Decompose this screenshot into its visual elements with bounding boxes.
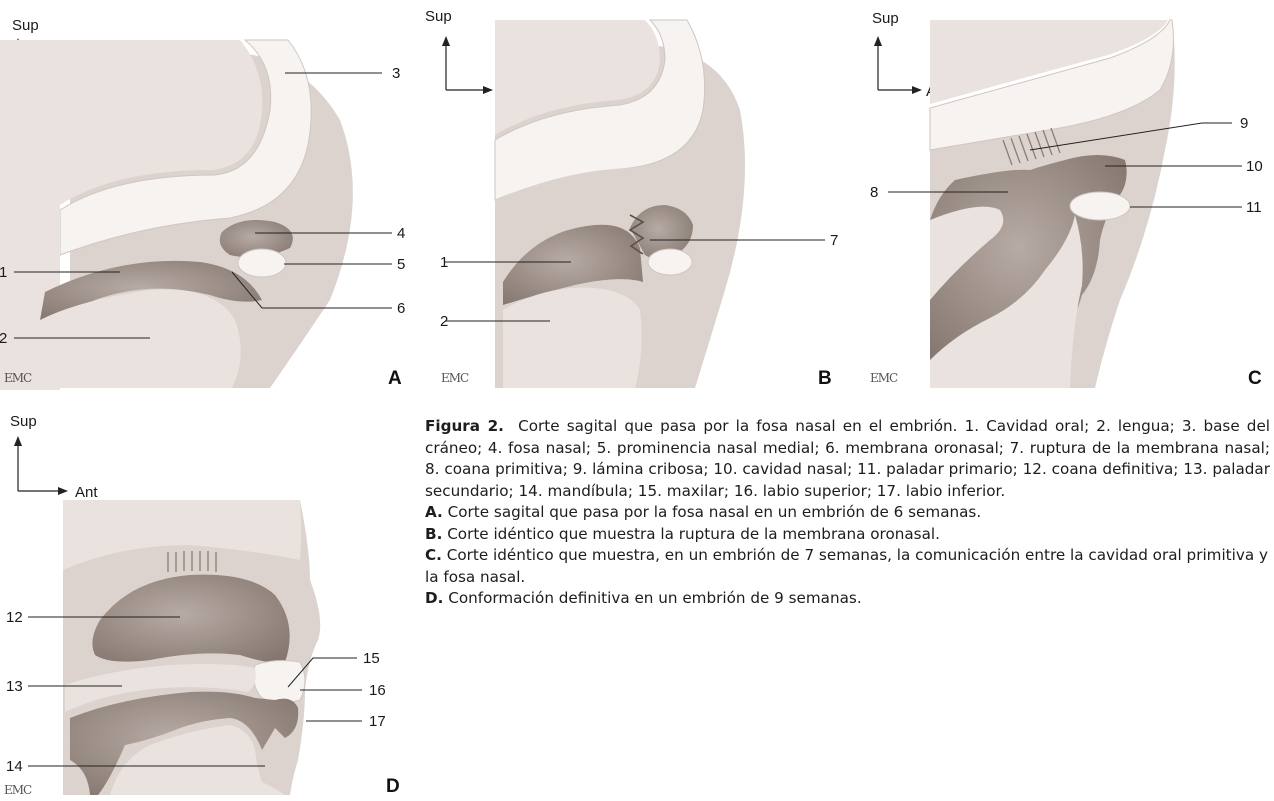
caption-main-text: Corte sagital que pasa por la fosa nasal… — [425, 417, 1270, 500]
label-13: 13 — [6, 678, 23, 695]
sup-label: Sup — [872, 10, 899, 27]
emc-logo: EMC — [4, 783, 32, 797]
caption-item-text: Corte idéntico que muestra, en un embrió… — [425, 546, 1268, 586]
label-2: 2 — [0, 330, 7, 347]
caption-item-c: C. Corte idéntico que muestra, en un emb… — [425, 545, 1270, 588]
figure-caption: Figura 2. Corte sagital que pasa por la … — [425, 416, 1270, 610]
label-16: 16 — [369, 682, 386, 699]
panel-letter-c: C — [1248, 368, 1262, 389]
emc-logo: EMC — [441, 371, 469, 385]
label-17: 17 — [369, 713, 386, 730]
emc-logo: EMC — [4, 371, 32, 385]
caption-item-a: A. Corte sagital que pasa por la fosa na… — [425, 502, 1270, 524]
caption-item-b: B. Corte idéntico que muestra la ruptura… — [425, 524, 1270, 546]
label-1: 1 — [440, 254, 448, 271]
caption-item-letter: D. — [425, 589, 443, 607]
panel-letter-b: B — [818, 368, 832, 389]
label-1: 1 — [0, 264, 7, 281]
caption-item-text: Conformación definitiva en un embrión de… — [448, 589, 861, 607]
label-7: 7 — [830, 232, 838, 249]
label-4: 4 — [397, 225, 405, 242]
caption-item-text: Corte idéntico que muestra la ruptura de… — [447, 525, 940, 543]
figure-label: Figura 2. — [425, 417, 504, 435]
label-5: 5 — [397, 256, 405, 273]
ant-label: Ant — [75, 484, 98, 501]
label-6: 6 — [397, 300, 405, 317]
emc-logo: EMC — [870, 371, 898, 385]
label-15: 15 — [363, 650, 380, 667]
orientation-axes: Sup Ant — [10, 413, 98, 501]
label-2: 2 — [440, 313, 448, 330]
caption-main: Figura 2. Corte sagital que pasa por la … — [425, 416, 1270, 502]
sup-label: Sup — [10, 413, 37, 430]
nasal-prominence — [648, 249, 692, 275]
sup-label: Sup — [12, 17, 39, 34]
sup-label: Sup — [425, 8, 452, 25]
maxilla — [254, 661, 305, 703]
tongue — [503, 288, 642, 388]
panel-c-diagram: Sup Ant 8 9 10 11 EMC C — [860, 0, 1274, 395]
panel-a-diagram: Sup Ant 1 2 3 4 5 6 EMC A — [0, 0, 420, 395]
caption-item-letter: B. — [425, 525, 442, 543]
label-11: 11 — [1246, 199, 1262, 216]
caption-item-letter: C. — [425, 546, 442, 564]
panel-b-diagram: Sup Ant 1 2 7 EMC B — [425, 0, 855, 395]
label-10: 10 — [1246, 158, 1263, 175]
label-3: 3 — [392, 65, 400, 82]
label-12: 12 — [6, 609, 23, 626]
panel-b: Sup Ant 1 2 7 EMC B — [425, 0, 855, 395]
panel-d: Sup Ant 12 13 14 15 16 17 EMC D — [0, 400, 420, 801]
caption-item-text: Corte sagital que pasa por la fosa nasal… — [448, 503, 982, 521]
label-8: 8 — [870, 184, 878, 201]
caption-item-letter: A. — [425, 503, 443, 521]
panel-letter-a: A — [388, 368, 402, 389]
panel-letter-d: D — [386, 776, 400, 797]
primary-palate — [1070, 192, 1130, 220]
label-14: 14 — [6, 758, 23, 775]
caption-item-d: D. Conformación definitiva en un embrión… — [425, 588, 1270, 610]
panel-a: Sup Ant 1 2 3 4 5 6 EMC A — [0, 0, 420, 395]
panel-c: Sup Ant 8 9 10 11 EMC C — [860, 0, 1274, 395]
label-9: 9 — [1240, 115, 1248, 132]
medial-nasal-prominence — [238, 249, 286, 277]
panel-d-diagram: Sup Ant 12 13 14 15 16 17 EMC D — [0, 400, 420, 801]
